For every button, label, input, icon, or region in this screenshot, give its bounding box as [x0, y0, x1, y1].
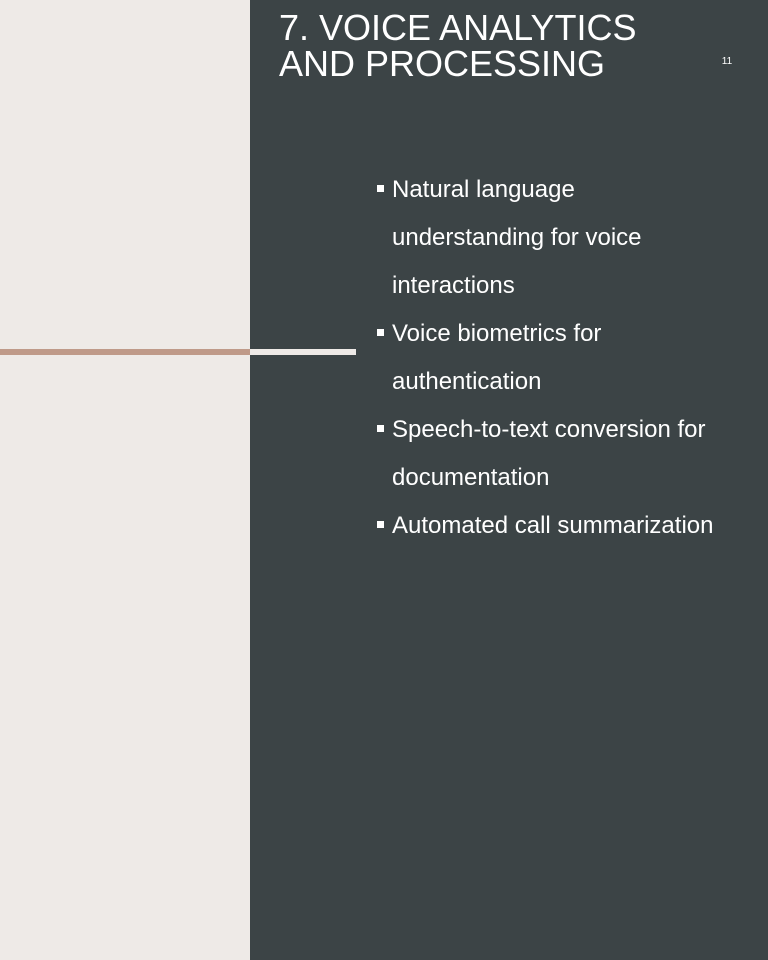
light-divider-line [250, 349, 356, 355]
bullet-text: Automated call summarization [392, 512, 714, 539]
accent-divider-line [0, 349, 250, 355]
square-bullet-icon [377, 425, 384, 432]
bullet-item: Automated call summarization [376, 502, 716, 550]
square-bullet-icon [377, 329, 384, 336]
square-bullet-icon [377, 521, 384, 528]
bullet-text: Speech-to-text conversion for documentat… [392, 416, 706, 491]
bullet-item: Speech-to-text conversion for documentat… [376, 406, 716, 502]
slide-page-number: 11 [721, 56, 733, 67]
right-content-panel [250, 0, 768, 960]
bullet-item: Natural language understanding for voice… [376, 166, 716, 310]
slide-title: 7. Voice Analytics and Processing [279, 7, 637, 84]
bullet-text: Voice biometrics for authentication [392, 320, 602, 395]
bullet-text: Natural language understanding for voice… [392, 176, 642, 299]
bullet-item: Voice biometrics for authentication [376, 310, 716, 406]
bullet-list: Natural language understanding for voice… [376, 166, 716, 550]
left-background-panel [0, 0, 250, 960]
square-bullet-icon [377, 185, 384, 192]
